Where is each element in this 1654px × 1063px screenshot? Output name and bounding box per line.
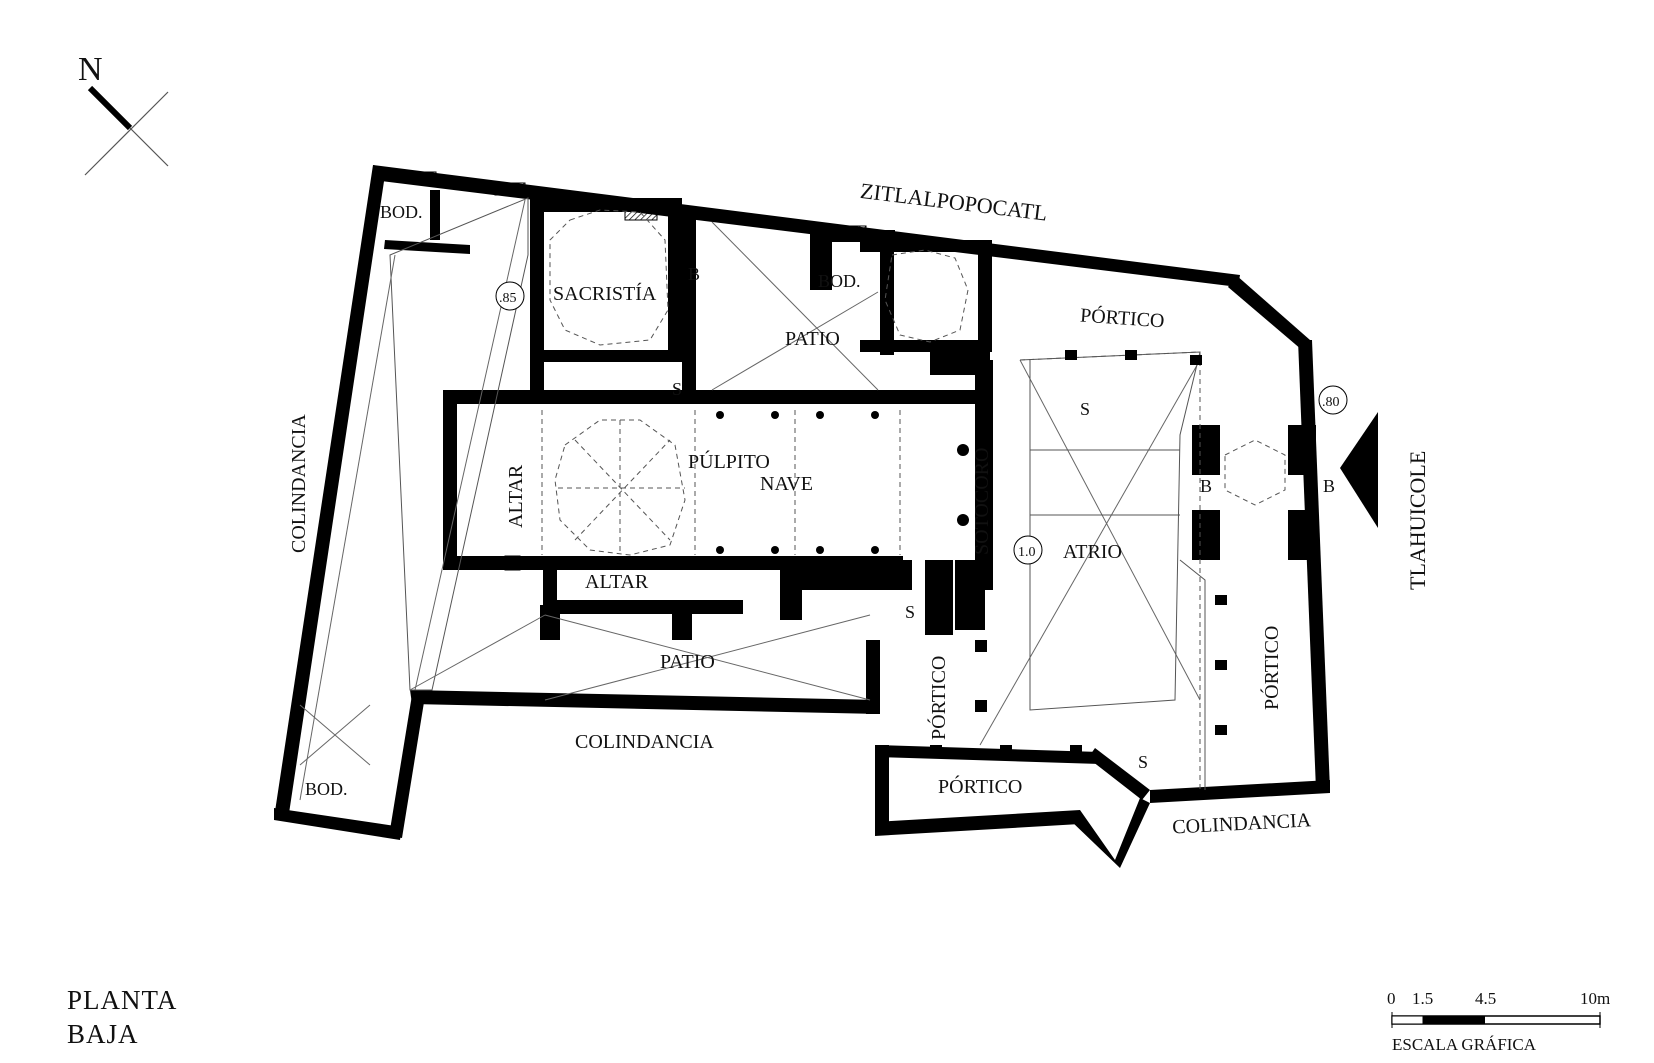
room-patio-south: PATIO <box>660 651 715 673</box>
entrance-arrow-icon <box>1340 412 1378 528</box>
level-085: .85 <box>499 291 517 306</box>
hatched-sections <box>411 171 867 571</box>
room-atrio: ATRIO <box>1063 541 1122 563</box>
room-pulpito: PÚLPITO <box>688 449 770 473</box>
mark-s4: S <box>1138 752 1148 772</box>
graphic-scale: 0 1.5 4.5 10m ESCALA GRÁFICA <box>1387 989 1610 1054</box>
scale-tick-15: 1.5 <box>1412 989 1433 1008</box>
diagonal-lines <box>299 197 1206 801</box>
room-portico-south: PÓRTICO <box>926 656 950 740</box>
outer-walls <box>274 165 1330 868</box>
vault-lines <box>541 209 1286 792</box>
level-080: .80 <box>1322 395 1340 410</box>
north-letter: N <box>78 51 103 88</box>
scale-tick-10m: 10m <box>1580 989 1610 1008</box>
labels: ZITLALPOPOCATL TLAHUICOLE BOD. SACRISTÍA… <box>288 178 1430 839</box>
plan-title-line2: BAJA <box>67 1019 139 1049</box>
room-altar-south: ALTAR <box>585 571 649 593</box>
scale-tick-0: 0 <box>1387 989 1396 1008</box>
mark-b3: B <box>1323 476 1335 496</box>
mark-s3: S <box>905 602 915 622</box>
plan-title-line1: PLANTA <box>67 985 178 1015</box>
mark-s2: S <box>1080 399 1090 419</box>
mark-b2: B <box>1200 476 1212 496</box>
room-portico-east: PÓRTICO <box>1259 626 1283 710</box>
scale-label: ESCALA GRÁFICA <box>1392 1035 1537 1054</box>
room-patio-north: PATIO <box>785 328 840 350</box>
level-10: 1.0 <box>1018 545 1036 560</box>
room-bod-nw: BOD. <box>380 202 423 222</box>
mark-s1: S <box>672 379 682 399</box>
room-altar-west: ALTAR <box>505 464 527 528</box>
room-nave: NAVE <box>760 473 813 495</box>
room-portico-ne: PÓRTICO <box>1079 303 1165 333</box>
level-markers <box>495 281 1348 565</box>
street-north-label: ZITLALPOPOCATL <box>859 178 1049 226</box>
room-sacristia: SACRISTÍA <box>553 282 657 305</box>
mark-b1: B <box>688 264 700 284</box>
scale-tick-45: 4.5 <box>1475 989 1496 1008</box>
room-portico-bottom: PÓRTICO <box>938 774 1022 798</box>
colindancia-west: COLINDANCIA <box>288 414 310 553</box>
room-sotocoro: SOTOCORO <box>971 448 993 555</box>
colindancia-southeast: COLINDANCIA <box>1172 809 1312 838</box>
room-bod-north: BOD. <box>818 271 861 291</box>
north-arrow: N <box>78 51 169 176</box>
colindancia-south: COLINDANCIA <box>575 731 714 753</box>
plan-title: PLANTA BAJA <box>67 983 177 1051</box>
columns <box>716 350 1227 757</box>
church-walls <box>443 198 1316 640</box>
room-bod-sw: BOD. <box>305 779 348 799</box>
street-east-label: TLAHUICOLE <box>1405 451 1430 590</box>
